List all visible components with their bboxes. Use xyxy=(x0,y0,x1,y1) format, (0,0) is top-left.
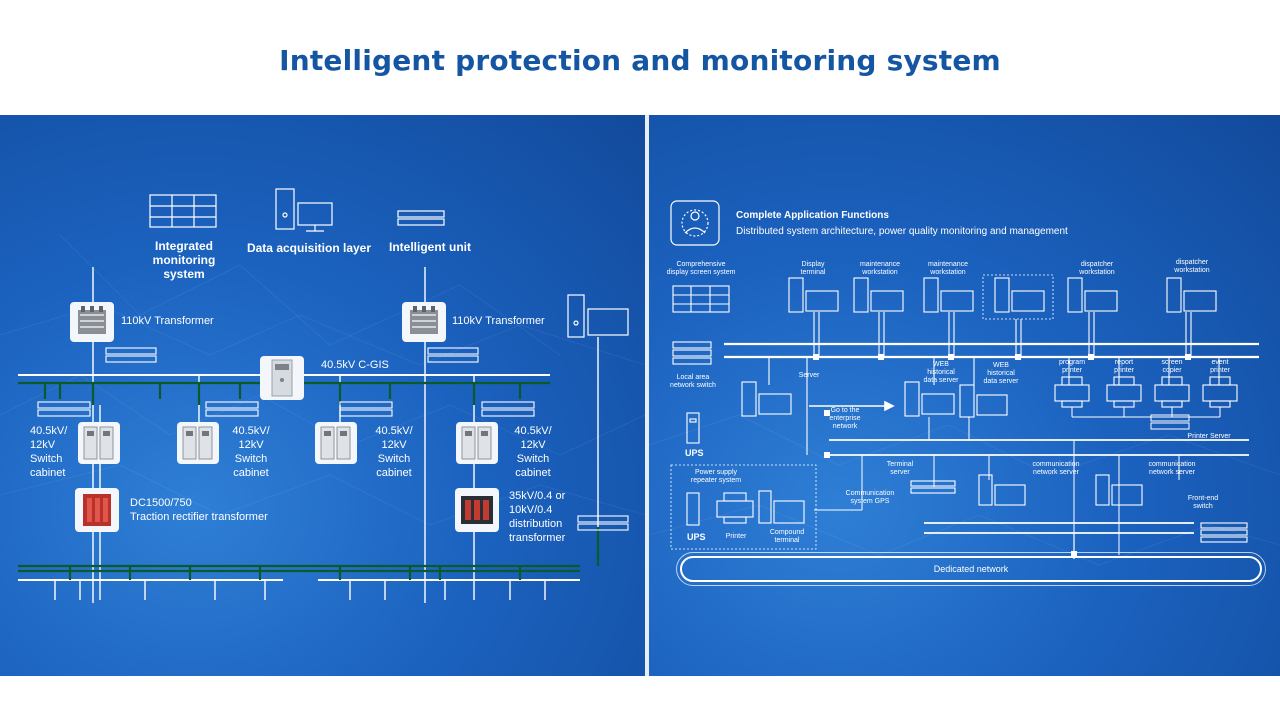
lan-taps xyxy=(768,312,1220,455)
lan-switch-icon xyxy=(672,341,712,365)
workstation-icons xyxy=(788,277,1217,313)
monitoring-screen-icon xyxy=(149,194,217,228)
printer-server-label: Printer Server xyxy=(1187,433,1231,440)
transformer-left-label: 110kV Transformer xyxy=(121,315,214,327)
dedicated-network-bus: Dedicated network xyxy=(680,556,1262,582)
dedicated-network-outline xyxy=(676,552,1266,586)
communication-bus xyxy=(18,381,600,580)
switch-cabinet-icon xyxy=(456,422,498,464)
printer-label-1: program printer xyxy=(1058,359,1086,374)
dashed-workstation-box xyxy=(982,274,1054,320)
background-mesh xyxy=(0,234,645,526)
arrow-right-icon xyxy=(809,400,895,412)
web-server-label-2: WEB historical data server xyxy=(983,362,1019,385)
power-system-panel: Integrated monitoring system Data acquis… xyxy=(0,115,645,676)
functions-title: Complete Application Functions xyxy=(736,210,889,221)
server-icons xyxy=(741,381,1008,418)
front-end-bus xyxy=(924,522,1194,534)
functions-icon xyxy=(670,200,720,246)
display-screen-label: Comprehensive display screen system xyxy=(666,261,736,276)
cabinet-label-2: 40.5kV/ 12kV Switch cabinet xyxy=(232,425,270,479)
printer-label-4: event printer xyxy=(1210,359,1230,374)
rectifier-label: DC1500/750 Traction rectifier transforme… xyxy=(130,497,268,523)
intelligent-unit-label: Intelligent unit xyxy=(389,240,471,254)
functions-desc: Distributed system architecture, power q… xyxy=(736,226,1068,237)
printer-label: Printer xyxy=(725,533,747,540)
web-server-label-1: WEB historical data server xyxy=(923,361,959,384)
transformer-right-label: 110kV Transformer xyxy=(452,315,545,327)
switch-cabinet-icon xyxy=(315,422,357,464)
printer-label-2: report printer xyxy=(1114,359,1134,374)
panel-divider xyxy=(645,115,649,676)
enterprise-label: Go to the enterprise network xyxy=(829,407,861,430)
relay-unit-icons xyxy=(37,347,629,531)
ups-icon xyxy=(686,412,700,444)
comm-gps-label: Communication system GPS xyxy=(845,490,895,505)
workstation-label-3: maintenance workstation xyxy=(927,261,969,276)
feeder-drops xyxy=(54,580,546,600)
cgis-cabinet-icon xyxy=(260,356,304,400)
workstation-label-1: Display terminal xyxy=(800,261,826,276)
ups-bottom-label: UPS xyxy=(687,532,706,542)
computer-icon xyxy=(275,188,333,232)
monitoring-network-panel: Complete Application Functions Distribut… xyxy=(649,115,1280,676)
switch-cabinet-icon xyxy=(78,422,120,464)
terminal-server-label: Terminal server xyxy=(886,461,914,476)
bus-nodes xyxy=(813,354,1191,458)
printer-bus xyxy=(928,407,1221,440)
lan-bus xyxy=(724,342,1259,359)
acquisition-layer-label: Data acquisition layer xyxy=(246,241,372,255)
workstation-label-2: maintenance workstation xyxy=(859,261,901,276)
comm-server-label-2: communication network server xyxy=(1148,461,1196,476)
display-screen-icon xyxy=(672,285,730,313)
power-supply-label: Power supply repeater system xyxy=(690,469,742,484)
cgis-label: 40.5kV C-GIS xyxy=(321,359,389,371)
workstation-label-4: dispatcher workstation xyxy=(1079,261,1115,276)
ups-top-label: UPS xyxy=(685,448,704,458)
rectifier-transformer-icon xyxy=(75,488,119,532)
cabinet-label-1: 40.5kV/ 12kV Switch cabinet xyxy=(30,425,68,479)
distribution-transformer-icon xyxy=(455,488,499,532)
comm-bus xyxy=(829,439,1249,456)
compound-terminal-label: Compound terminal xyxy=(769,529,805,544)
distribution-label: 35kV/0.4 or 10kV/0.4 distribution transf… xyxy=(509,490,566,544)
cabinet-label-4: 40.5kV/ 12kV Switch cabinet xyxy=(514,425,552,479)
monitoring-system-label: Integrated monitoring system xyxy=(152,239,216,281)
power-supply-box xyxy=(670,464,817,550)
lan-switch-label: Local area network switch xyxy=(670,374,716,389)
page-title: Intelligent protection and monitoring sy… xyxy=(279,44,1001,77)
frontend-switch-label: Front-end switch xyxy=(1187,495,1219,510)
switch-cabinet-icon xyxy=(177,422,219,464)
transformer-icon xyxy=(70,302,114,342)
power-network-diagram xyxy=(0,188,645,603)
printer-icons xyxy=(1054,376,1238,408)
power-supply-icons xyxy=(686,490,805,526)
workstation-label-5: dispatcher workstation xyxy=(1174,259,1210,274)
comm-server-icons xyxy=(910,474,1248,543)
printer-label-3: screen copier xyxy=(1161,359,1183,374)
dedicated-network-label: Dedicated network xyxy=(933,564,1009,574)
cabinet-label-3: 40.5kV/ 12kV Switch cabinet xyxy=(375,425,413,479)
intelligent-unit-icon xyxy=(397,210,445,226)
transformer-icon xyxy=(402,302,446,342)
workstation-icon xyxy=(567,294,629,338)
monitoring-network-diagram xyxy=(649,200,1280,566)
server-label: Server xyxy=(798,372,820,379)
comm-server-label-1: communication network server xyxy=(1032,461,1080,476)
busbars xyxy=(18,374,580,581)
